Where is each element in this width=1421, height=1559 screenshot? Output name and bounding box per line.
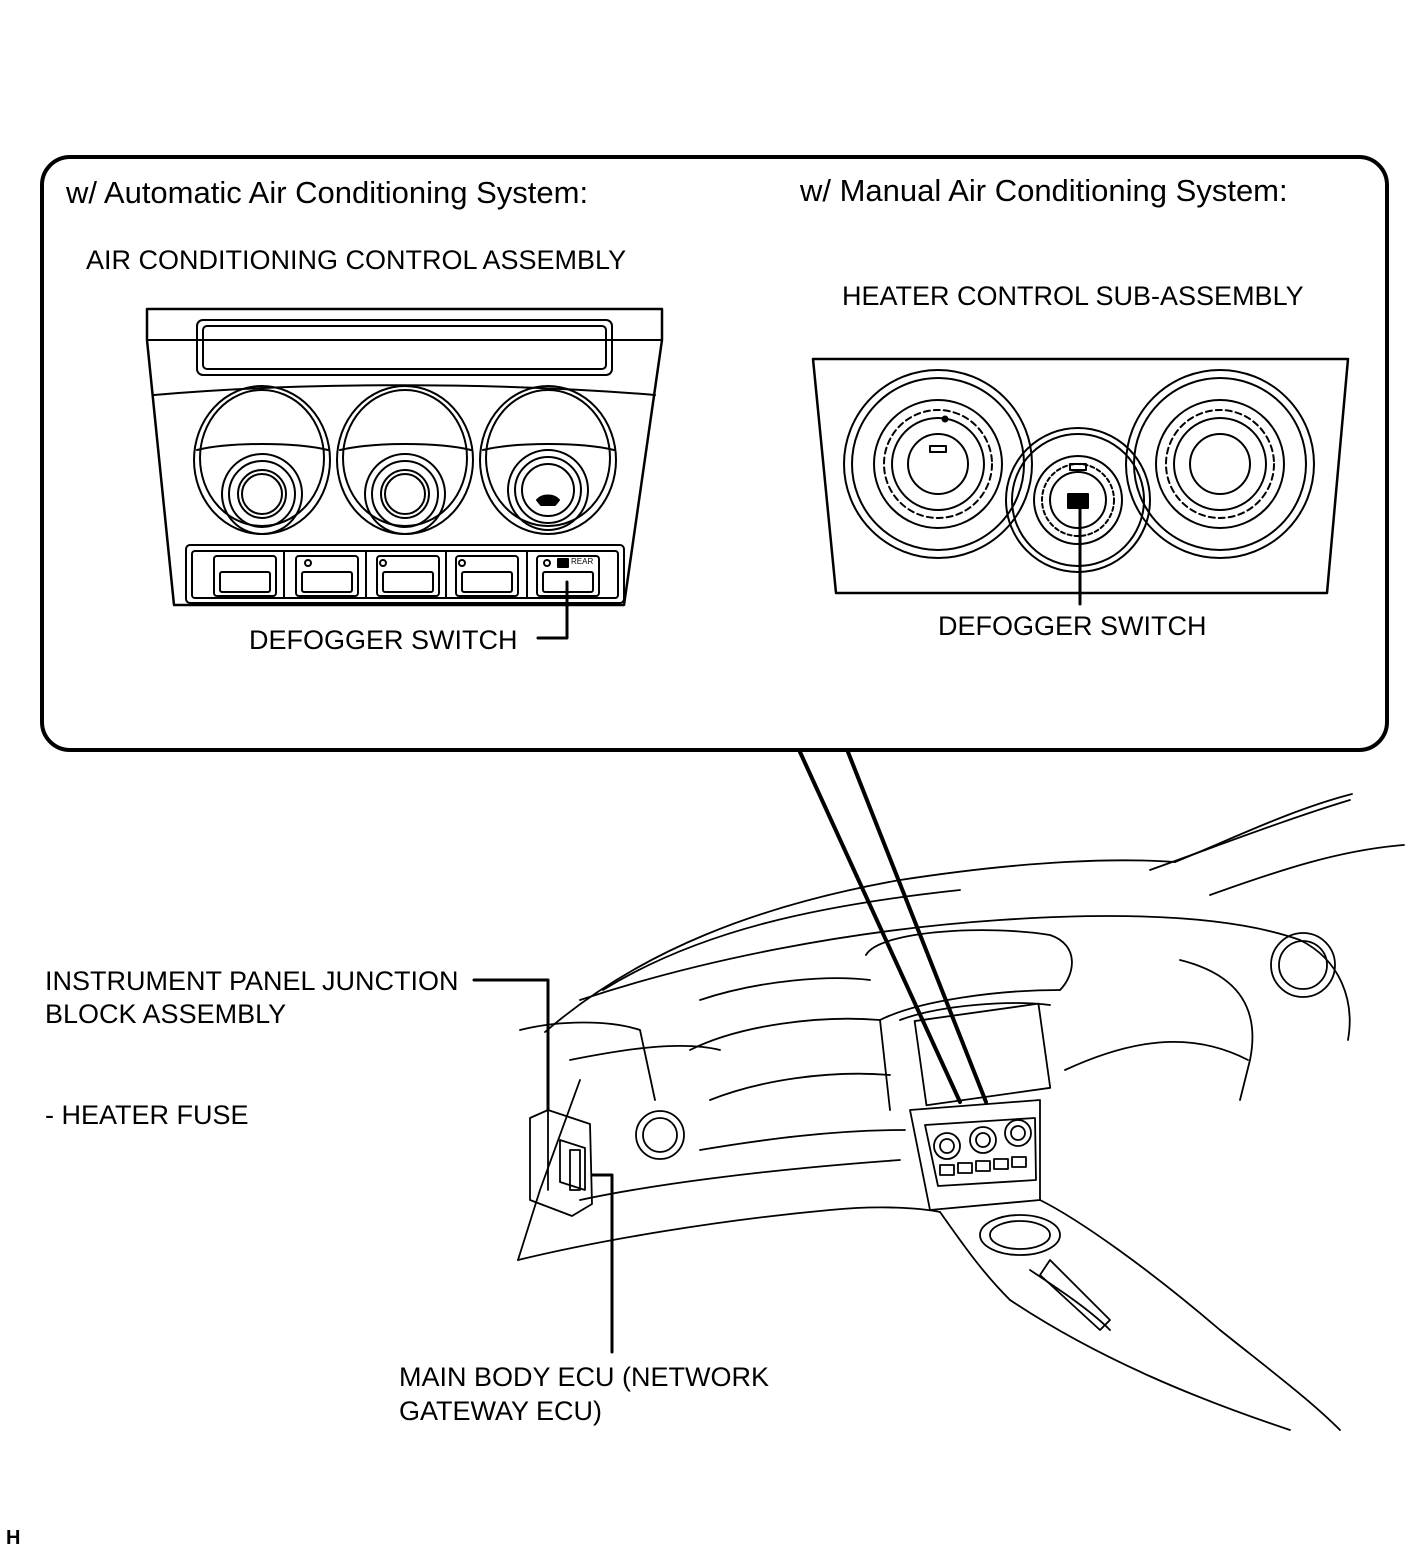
defogger-switch-label-auto: DEFOGGER SWITCH [249, 625, 518, 655]
heater-control-sub-assembly-label: HEATER CONTROL SUB-ASSEMBLY [842, 281, 1304, 311]
heater-dial-center [1005, 427, 1151, 573]
callout-box [40, 155, 1389, 752]
ac-dial-right [479, 385, 617, 535]
front-defroster-icon [536, 494, 560, 506]
main-body-ecu-label-line1: MAIN BODY ECU (NETWORK [399, 1362, 770, 1392]
dash-climate-panel [933, 1119, 1032, 1176]
ac-button-row [213, 550, 600, 599]
main-body-ecu-label-line2: GATEWAY ECU) [399, 1396, 603, 1426]
junction-block-leader [472, 978, 550, 1112]
defogger-switch-label-manual: DEFOGGER SWITCH [938, 611, 1207, 641]
corner-mark: H [6, 1527, 21, 1549]
callout-pointer [798, 750, 988, 1104]
dashboard-drawing [472, 793, 1405, 1431]
automatic-ac-heading: w/ Automatic Air Conditioning System: [66, 175, 589, 210]
ac-control-assembly-label: AIR CONDITIONING CONTROL ASSEMBLY [86, 245, 627, 275]
left-vent-icon [635, 1110, 685, 1160]
main-body-ecu-leader [590, 1173, 614, 1354]
junction-block-label-line2: BLOCK ASSEMBLY [45, 999, 287, 1029]
heater-dial-left [843, 369, 1033, 559]
junction-block-label-line1: INSTRUMENT PANEL JUNCTION [45, 966, 459, 996]
rear-button-label: REAR [571, 557, 594, 566]
heater-control-drawing [811, 357, 1350, 606]
ac-control-assembly-drawing [145, 307, 664, 640]
ac-dial-left [193, 385, 331, 535]
ac-dial-center [336, 385, 474, 535]
rear-defogger-icon [557, 558, 569, 568]
defogger-switch-icon [1067, 493, 1089, 509]
manual-ac-heading: w/ Manual Air Conditioning System: [800, 173, 1288, 208]
heater-fuse-label: - HEATER FUSE [45, 1100, 249, 1130]
heater-dial-right [1125, 369, 1315, 559]
right-vent-icon [1270, 932, 1336, 998]
defogger-leader-auto [536, 580, 569, 640]
